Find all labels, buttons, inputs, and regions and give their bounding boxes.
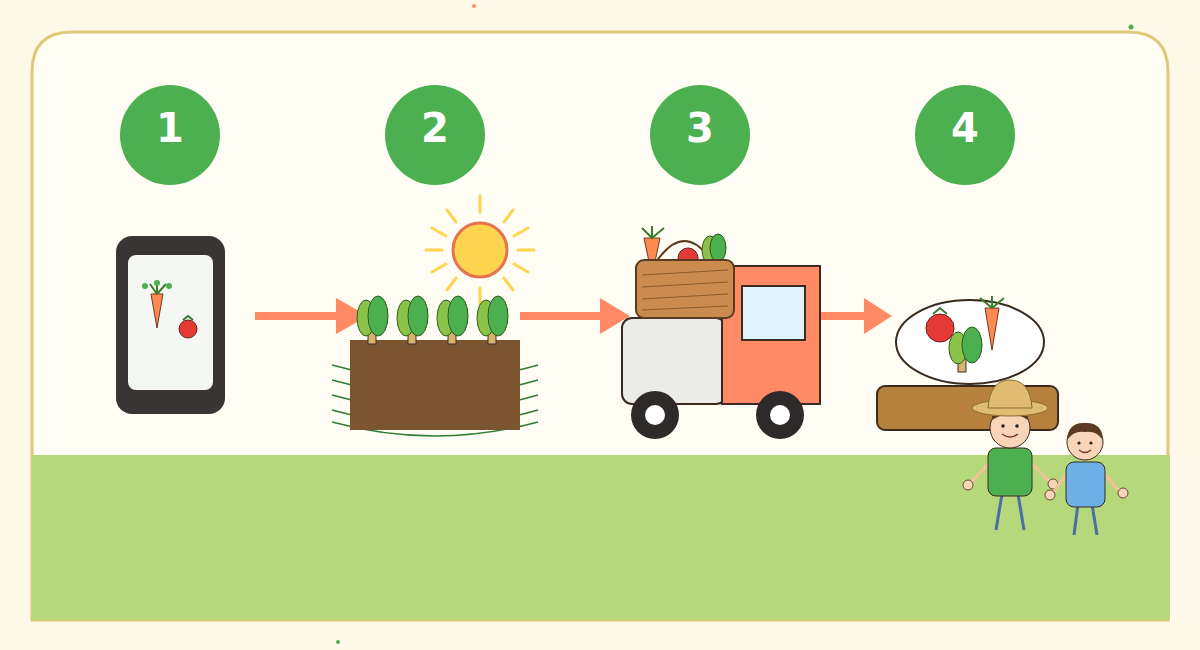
step-number: 1	[156, 108, 184, 148]
step-circle: 4	[915, 85, 1015, 185]
step-number: 2	[421, 108, 449, 148]
step-circle: 2	[385, 85, 485, 185]
step-number: 3	[686, 108, 714, 148]
step-circle: 3	[650, 85, 750, 185]
step-number: 4	[951, 108, 979, 148]
step-circle: 1	[120, 85, 220, 185]
